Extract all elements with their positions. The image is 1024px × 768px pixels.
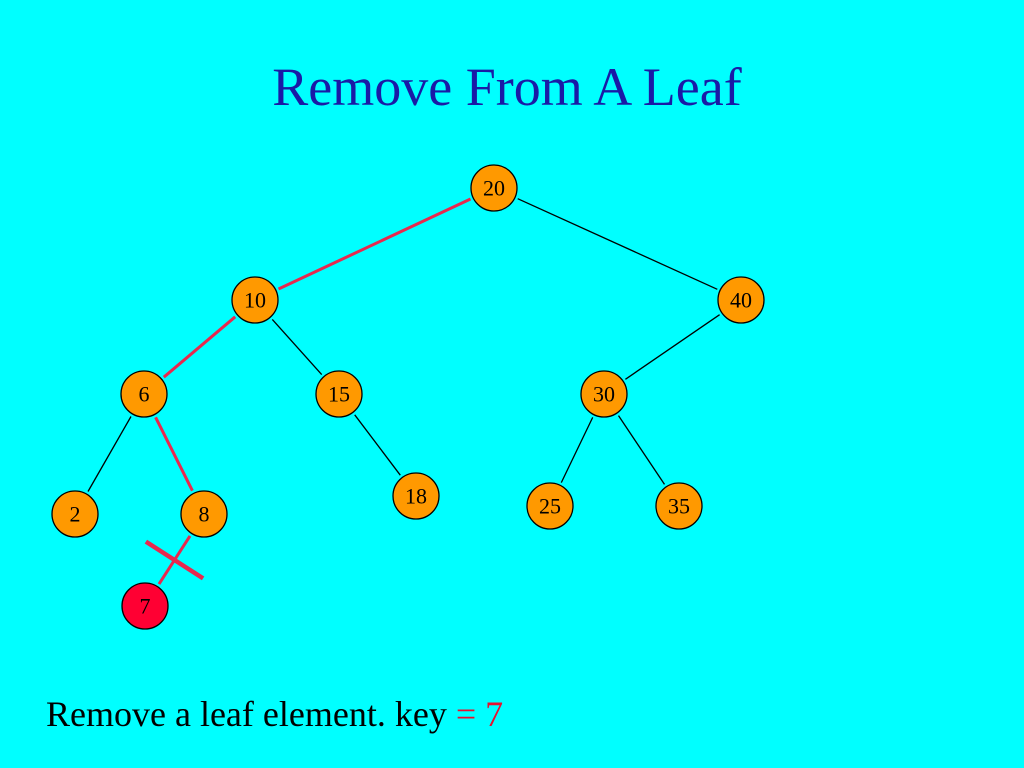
edge-15-18	[354, 414, 401, 476]
node-label: 25	[539, 494, 561, 519]
tree-node-20: 20	[470, 164, 518, 212]
node-label: 18	[405, 484, 427, 509]
tree-node-10: 10	[231, 276, 279, 324]
node-label: 7	[140, 594, 151, 619]
edge-40-30	[625, 314, 720, 380]
node-label: 6	[139, 382, 150, 407]
tree-node-30: 30	[580, 370, 628, 418]
edge-20-10	[277, 197, 472, 291]
caption-text: Remove a leaf element. key	[46, 694, 456, 734]
edge-10-15	[271, 318, 323, 376]
node-circle	[180, 490, 228, 538]
tree-node-35: 35	[655, 482, 703, 530]
edge-6-8	[154, 416, 194, 492]
caption: Remove a leaf element. key = 7	[46, 696, 503, 732]
node-label: 2	[70, 502, 81, 527]
node-label: 20	[483, 176, 505, 201]
slide-title: Remove From A Leaf	[272, 57, 742, 117]
node-circle	[717, 276, 765, 324]
tree-node-15: 15	[315, 370, 363, 418]
node-circle	[526, 482, 574, 530]
node-label: 15	[328, 382, 350, 407]
node-circle	[470, 164, 518, 212]
tree-node-2: 2	[51, 490, 99, 538]
tree-node-25: 25	[526, 482, 574, 530]
edge-20-40	[517, 198, 718, 290]
node-label: 10	[244, 288, 266, 313]
node-circle	[51, 490, 99, 538]
cut-mark	[144, 539, 205, 581]
tree-edges	[87, 197, 720, 585]
edge-30-25	[560, 417, 594, 483]
edge-6-2	[87, 416, 132, 492]
node-circle	[315, 370, 363, 418]
tree-node-8: 8	[180, 490, 228, 538]
tree-node-18: 18	[392, 472, 440, 520]
node-circle	[231, 276, 279, 324]
node-label: 8	[199, 502, 210, 527]
node-circle	[580, 370, 628, 418]
caption-key-value: = 7	[455, 694, 504, 734]
tree-nodes: 20 10 40 6 15 30 2 8 18 25 35 7	[51, 164, 765, 630]
tree-node-7: 7	[121, 582, 169, 630]
node-circle	[392, 472, 440, 520]
edge-10-6	[162, 315, 237, 379]
node-circle	[655, 482, 703, 530]
node-label: 30	[593, 382, 615, 407]
tree-node-40: 40	[717, 276, 765, 324]
node-circle	[121, 582, 169, 630]
node-circle	[120, 370, 168, 418]
edge-30-35	[617, 415, 666, 485]
tree-node-6: 6	[120, 370, 168, 418]
node-label: 35	[668, 494, 690, 519]
node-label: 40	[730, 288, 752, 313]
